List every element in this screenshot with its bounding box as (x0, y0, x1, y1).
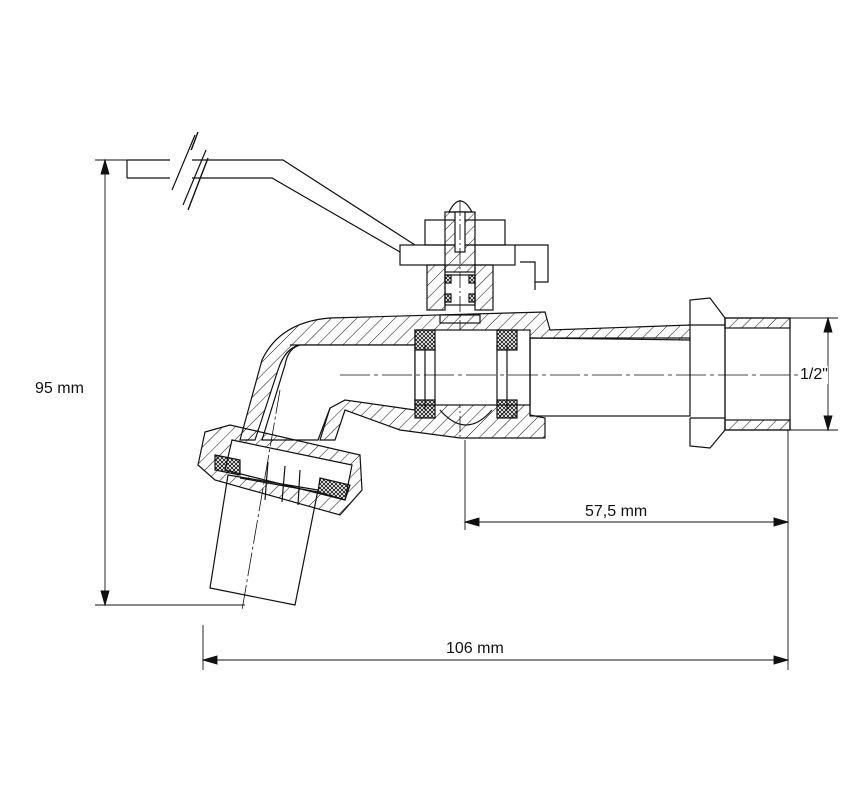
valve-body (239, 297, 800, 449)
dimension-lines (95, 158, 838, 670)
lever-handle (126, 131, 416, 253)
height-dimension-label: 95 mm (35, 380, 84, 397)
bonnet (399, 200, 549, 440)
outlet-length-dimension-label: 57,5 mm (585, 503, 648, 520)
thread-size-label: 1/2" (800, 366, 828, 384)
length-dimension-label: 106 mm (446, 640, 504, 657)
hose-nozzle (197, 389, 363, 611)
